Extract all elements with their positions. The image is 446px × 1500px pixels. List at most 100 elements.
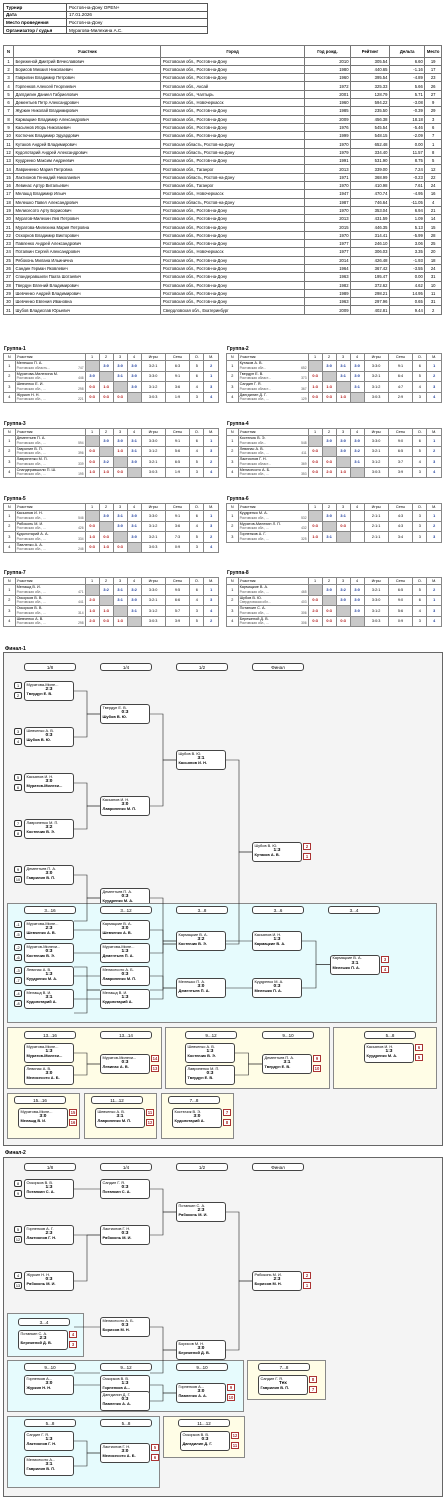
group-games: 2:1:1 (363, 520, 389, 532)
group-col-header: О. (189, 577, 205, 585)
match-player-a: Дементьев П. А. (102, 888, 133, 894)
match-player-b: Куудренко М. А. (366, 1053, 398, 1059)
player-cell: 298.21 (350, 288, 390, 299)
group-row-num: 4 (226, 466, 239, 478)
group-points: 6 (412, 360, 428, 372)
group-sets: 4:3 (387, 520, 414, 532)
info-value: Мурагова-Милехина А.С. (66, 25, 208, 35)
group-games: 3:3:0 (140, 435, 166, 447)
group-col-header: М. (203, 503, 219, 511)
group-score-cell: 0:3 (112, 466, 128, 478)
group-diagonal-cell (307, 360, 323, 372)
player-cell: 1982 (303, 280, 352, 290)
group-diagonal-cell (112, 531, 128, 543)
group-player: Твердун Е. В.Ростовская област...373 (237, 370, 309, 382)
group-player-rating: 353 (301, 472, 307, 477)
player-cell: 8 (424, 147, 442, 158)
group-place: 3 (203, 381, 219, 393)
group-place: 3 (426, 605, 442, 617)
group-row-num: 1 (3, 584, 16, 596)
group-player-city: Ростовская обл., ... (239, 526, 269, 531)
group-score-cell: 1:3 (98, 466, 114, 478)
group-player-rating: 367 (301, 386, 307, 391)
match-player-a: Муратова-Миле... (20, 1108, 53, 1114)
group-place: 3 (426, 531, 442, 543)
match-score: 0:3 (121, 1323, 129, 1329)
player-cell: Кутаков Андрей Владимирович (12, 139, 162, 149)
group-games: 3:1:2 (363, 605, 389, 617)
player-cell: Твердун Евгений Владимирович (12, 280, 162, 290)
group-title: Группа-8 (227, 570, 249, 576)
group-diagonal-cell (126, 615, 142, 627)
group-sets: 9:5 (164, 584, 191, 596)
match-player-b: Дементьев П. А. (178, 988, 210, 994)
match-player-a: Муратова-Миле... (102, 943, 135, 949)
players-col-header: Место (424, 45, 442, 58)
group-sets: 4:7 (387, 381, 414, 393)
match-player-a: Муратов-Милехи... (26, 943, 61, 949)
round-header: 3...4 (328, 906, 380, 914)
match-player-a: Оскорков В. В. (182, 1431, 210, 1437)
match-score: 3:1 (45, 995, 53, 1001)
group-col-header: О. (189, 353, 205, 361)
player-cell: Ростовская обл., Таганрог (160, 180, 305, 191)
group-player-city: Ростовская обл... (239, 365, 267, 370)
group-col-header: 2 (321, 428, 337, 436)
match-player-a: Мелашд В. И. (102, 989, 128, 995)
group-games: 3:3:0 (140, 584, 166, 596)
